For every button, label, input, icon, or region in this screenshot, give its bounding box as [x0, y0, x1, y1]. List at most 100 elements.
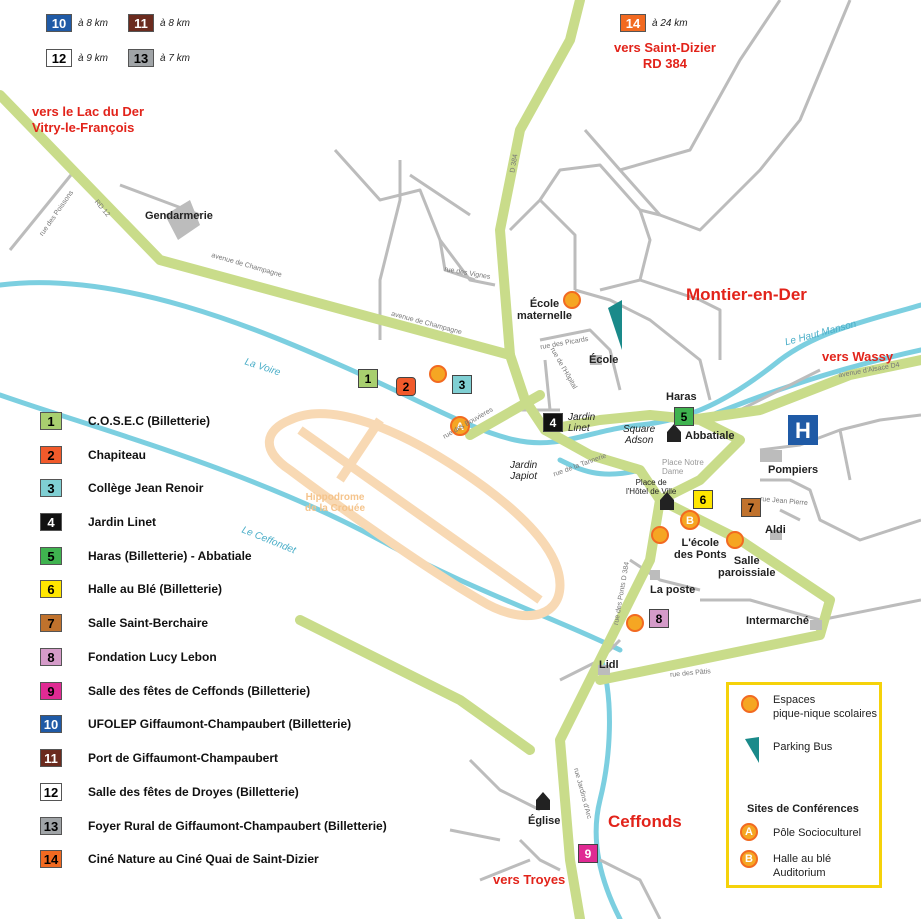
church-icons	[536, 424, 681, 810]
distance-12: 12 à 9 km	[46, 49, 108, 67]
legend-badge: 5	[40, 547, 62, 565]
map-key: Espaces pique-nique scolaires Parking Bu…	[726, 682, 882, 888]
key-conf-title: Sites de Conférences	[747, 803, 859, 815]
marker-6[interactable]: 6	[693, 490, 713, 509]
picnic-spots	[429, 291, 744, 632]
place-la-poste: La poste	[650, 584, 696, 596]
place-ecole-maternelle: École maternelle	[517, 298, 573, 322]
marker-4[interactable]: 4	[543, 413, 563, 432]
picnic-icon	[651, 526, 669, 544]
road-south-loop	[595, 495, 835, 685]
legend-label: Fondation Lucy Lebon	[88, 650, 217, 664]
place-pompiers: Pompiers	[768, 464, 819, 476]
legend-label: Halle au Blé (Billetterie)	[88, 582, 223, 596]
marker-8[interactable]: 8	[649, 609, 669, 628]
site-b-key-icon	[740, 850, 758, 868]
legend-label: Foyer Rural de Giffaumont-Champaubert (B…	[88, 819, 387, 833]
site-a-key-icon	[740, 823, 758, 841]
legend-label: C.O.S.E.C (Billetterie)	[88, 414, 211, 428]
svg-text:H: H	[795, 418, 811, 443]
road-wassy	[685, 355, 921, 425]
legend-item: 7 Salle Saint-Berchaire	[40, 612, 208, 634]
distance-badge: 14	[620, 14, 646, 32]
legend-badge: 1	[40, 412, 62, 430]
road-vitry	[0, 90, 515, 360]
key-parking: Parking Bus	[773, 741, 833, 753]
river-south	[593, 652, 623, 919]
distance-14: 14 à 24 km	[620, 14, 688, 32]
marker-1[interactable]: 1	[358, 369, 378, 388]
legend-label: Salle des fêtes de Droyes (Billetterie)	[88, 785, 299, 799]
place-square-adson: Square Adson	[623, 424, 656, 446]
legend-badge: 13	[40, 817, 62, 835]
legend-item: 10 UFOLEP Giffaumont-Champaubert (Billett…	[40, 713, 351, 735]
place-hotel-ville: Place de l'Hôtel de Ville	[626, 478, 677, 496]
legend-badge: 3	[40, 479, 62, 497]
place-jardin-linet: Jardin Linet	[568, 412, 596, 434]
picnic-icon	[563, 291, 581, 309]
legend-item: 1 C.O.S.E.C (Billetterie)	[40, 410, 210, 432]
marker-2[interactable]: 2	[396, 377, 416, 396]
legend-label: Salle Saint-Berchaire	[88, 616, 209, 630]
legend-label: Ciné Nature au Ciné Quai de Saint-Dizier	[88, 852, 319, 866]
distance-badge: 10	[46, 14, 72, 32]
parking-key-icon	[745, 737, 759, 763]
distance-text: à 24 km	[652, 17, 688, 29]
legend-badge: 11	[40, 749, 62, 767]
marker-3[interactable]: 3	[452, 375, 472, 394]
distance-11: 11 à 8 km	[128, 14, 190, 32]
legend-badge: 12	[40, 783, 62, 801]
marker-5[interactable]: 5	[674, 407, 694, 426]
church-icon	[536, 792, 550, 810]
distance-text: à 8 km	[78, 17, 109, 29]
road-abbatiale	[540, 410, 745, 505]
legend-label: UFOLEP Giffaumont-Champaubert (Billetter…	[88, 717, 352, 731]
road-lower-left	[295, 615, 535, 755]
river-lower	[0, 392, 623, 653]
legend-item: 4 Jardin Linet	[40, 511, 156, 533]
legend-label: Collège Jean Renoir	[88, 481, 204, 495]
river-voire	[0, 280, 921, 446]
legend-item: 12 Salle des fêtes de Droyes (Billetterie…	[40, 781, 299, 803]
legend-label: Salle des fêtes de Ceffonds (Billetterie…	[88, 684, 311, 698]
place-salle-paroissiale: Salle paroissiale	[718, 555, 776, 579]
place-haras: Haras	[666, 391, 697, 403]
buildings	[165, 200, 822, 675]
legend-badge: 9	[40, 682, 62, 700]
legend-label: Chapiteau	[88, 448, 147, 462]
exit-lac-du-der: vers le Lac du Der Vitry-le-François	[32, 104, 144, 135]
distance-badge: 13	[128, 49, 154, 67]
place-gendarmerie: Gendarmerie	[145, 210, 213, 222]
site-a-letter: A	[456, 421, 464, 433]
key-site-b: Halle au blé Auditorium	[773, 853, 832, 879]
town-ceffonds: Ceffonds	[608, 812, 682, 831]
place-lidl: Lidl	[599, 659, 619, 671]
river-ceffondet-branch	[557, 457, 643, 477]
marker-7[interactable]: 7	[741, 498, 761, 517]
legend-item: 2 Chapiteau	[40, 444, 146, 466]
town-montier: Montier-en-Der	[686, 285, 807, 304]
distance-text: à 9 km	[78, 52, 109, 64]
place-notre-dame: Place Notre Dame	[662, 458, 704, 476]
exit-troyes: vers Troyes	[493, 872, 566, 887]
legend-badge: 4	[40, 513, 62, 531]
legend-badge: 10	[40, 715, 62, 733]
church-icon	[660, 492, 674, 510]
picnic-icon	[626, 614, 644, 632]
site-b-icon	[680, 510, 700, 530]
conference-sites: A B	[450, 416, 700, 530]
key-picnic: Espaces pique-nique scolaires	[773, 694, 877, 720]
legend-label: Jardin Linet	[88, 515, 157, 529]
place-ecole-ponts: L'école des Ponts	[674, 537, 727, 561]
legend-item: 13 Foyer Rural de Giffaumont-Champaubert …	[40, 815, 387, 837]
road-saint-dizier	[495, 0, 585, 360]
legend-badge: 2	[40, 446, 62, 464]
marker-9[interactable]: 9	[578, 844, 598, 863]
distance-text: à 7 km	[160, 52, 191, 64]
legend-badge: 7	[40, 614, 62, 632]
distance-13: 13 à 7 km	[128, 49, 190, 67]
site-b-letter: B	[686, 515, 694, 527]
